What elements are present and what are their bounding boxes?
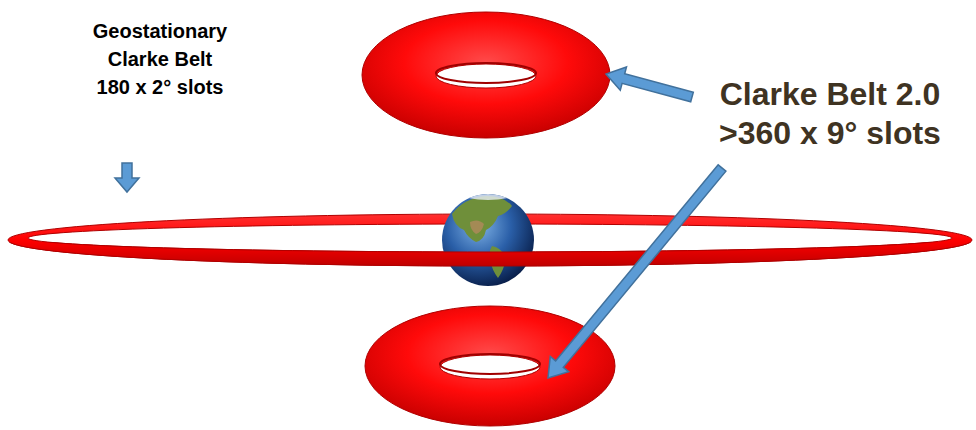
- label-text: Clarke Belt: [108, 48, 213, 71]
- continent: [470, 220, 484, 234]
- earth-ocean: [442, 194, 534, 286]
- pointer-arrow: [548, 165, 726, 378]
- label-text: Clarke Belt 2.0: [720, 76, 941, 113]
- upper-torus: [362, 12, 610, 138]
- label-text: Geostationary: [93, 20, 227, 43]
- earth: [442, 194, 534, 286]
- torus-hole-shade: [440, 354, 540, 374]
- label-text: >360 x 9° slots: [719, 115, 941, 152]
- torus-hole-shade: [436, 63, 536, 83]
- geostationary-ring-front: [8, 242, 972, 266]
- ice: [468, 194, 508, 200]
- pointer-arrow: [606, 67, 693, 102]
- label-text: 180 x 2° slots: [97, 76, 224, 99]
- pointer-arrow: [115, 163, 139, 192]
- lower-torus: [365, 306, 615, 426]
- continent: [452, 196, 512, 242]
